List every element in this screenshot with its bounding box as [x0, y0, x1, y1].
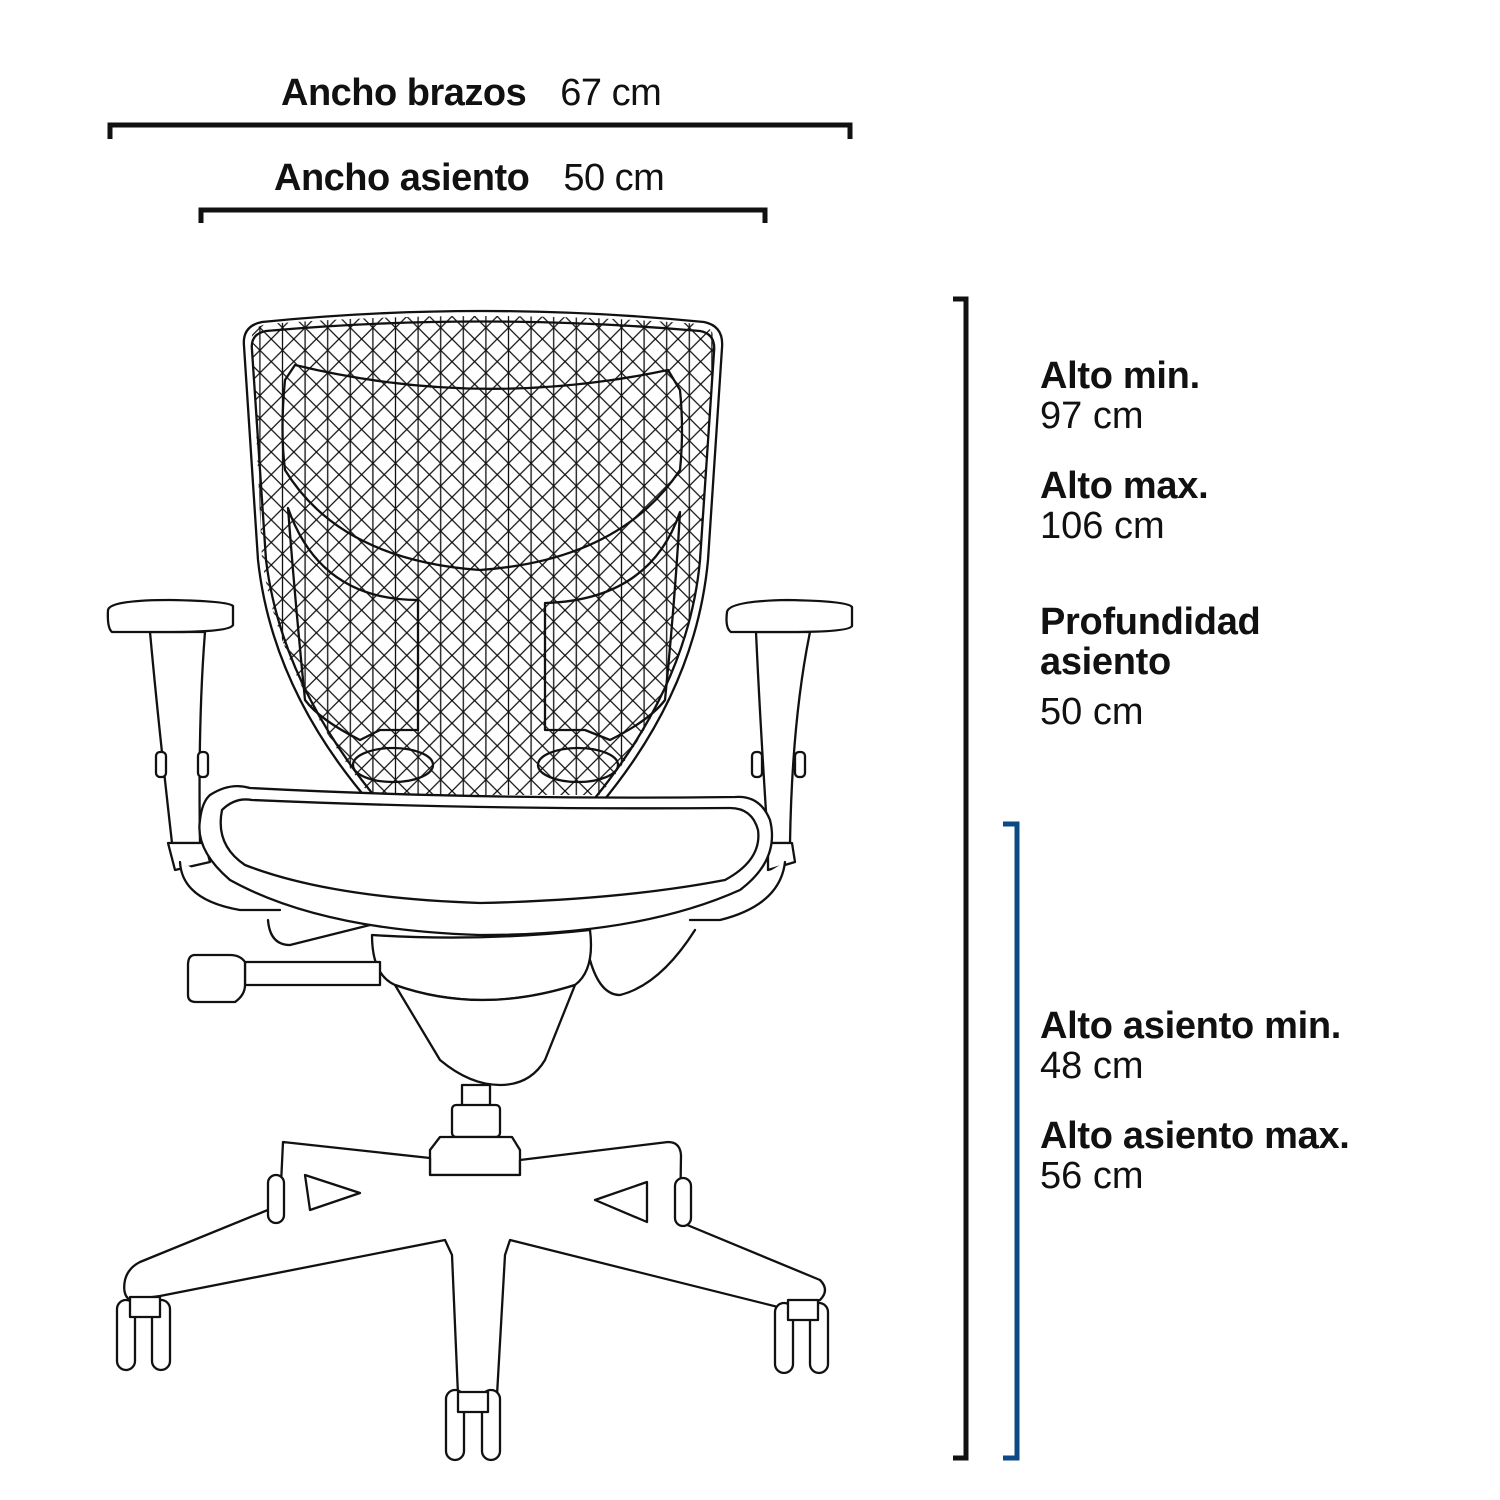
mechanism — [266, 918, 697, 1087]
spec-seat-height-max-value: 56 cm — [1040, 1155, 1144, 1197]
arm-width-bracket — [107, 122, 853, 139]
seat-height-bracket — [1003, 821, 1020, 1461]
arm-width-label: Ancho brazos 67 cm — [281, 72, 662, 115]
spec-height-min: Alto min. 97 cm — [1040, 356, 1200, 436]
spec-seat-height-min-title: Alto asiento min. — [1040, 1005, 1342, 1047]
spec-height-max-value: 106 cm — [1040, 505, 1165, 547]
spec-seat-height-max: Alto asiento max. 56 cm — [1040, 1116, 1350, 1196]
seat-width-bracket — [198, 207, 768, 223]
five-star-base — [123, 1140, 827, 1397]
total-height-bracket — [953, 296, 969, 1461]
spec-seat-depth-title-2: asiento — [1040, 641, 1171, 683]
spec-height-min-title: Alto min. — [1040, 355, 1200, 397]
spec-seat-height-min-value: 48 cm — [1040, 1045, 1144, 1087]
caster-wheels — [115, 1173, 830, 1462]
tilt-lever — [186, 953, 382, 1004]
spec-height-max: Alto max. 106 cm — [1040, 465, 1209, 547]
seat-cushion — [198, 785, 774, 937]
mesh-backrest — [242, 309, 724, 807]
spec-seat-depth-title: Profundidad — [1040, 601, 1261, 643]
spec-seat-depth: Profundidad asiento 50 cm — [1040, 601, 1261, 733]
gas-cylinder — [428, 1083, 522, 1177]
armrest-left — [106, 598, 282, 912]
arm-width-value: 67 cm — [560, 72, 662, 114]
arm-width-title: Ancho brazos — [281, 72, 527, 114]
seat-width-value: 50 cm — [563, 157, 665, 199]
seat-width-label: Ancho asiento 50 cm — [274, 157, 665, 200]
spec-height-min-value: 97 cm — [1040, 395, 1144, 437]
spec-height-max-title: Alto max. — [1040, 465, 1209, 507]
spec-seat-height-min: Alto asiento min. 48 cm — [1040, 1006, 1341, 1086]
seat-width-title: Ancho asiento — [274, 157, 530, 199]
spec-seat-depth-value: 50 cm — [1040, 691, 1144, 733]
spec-seat-height-max-title: Alto asiento max. — [1040, 1115, 1350, 1157]
